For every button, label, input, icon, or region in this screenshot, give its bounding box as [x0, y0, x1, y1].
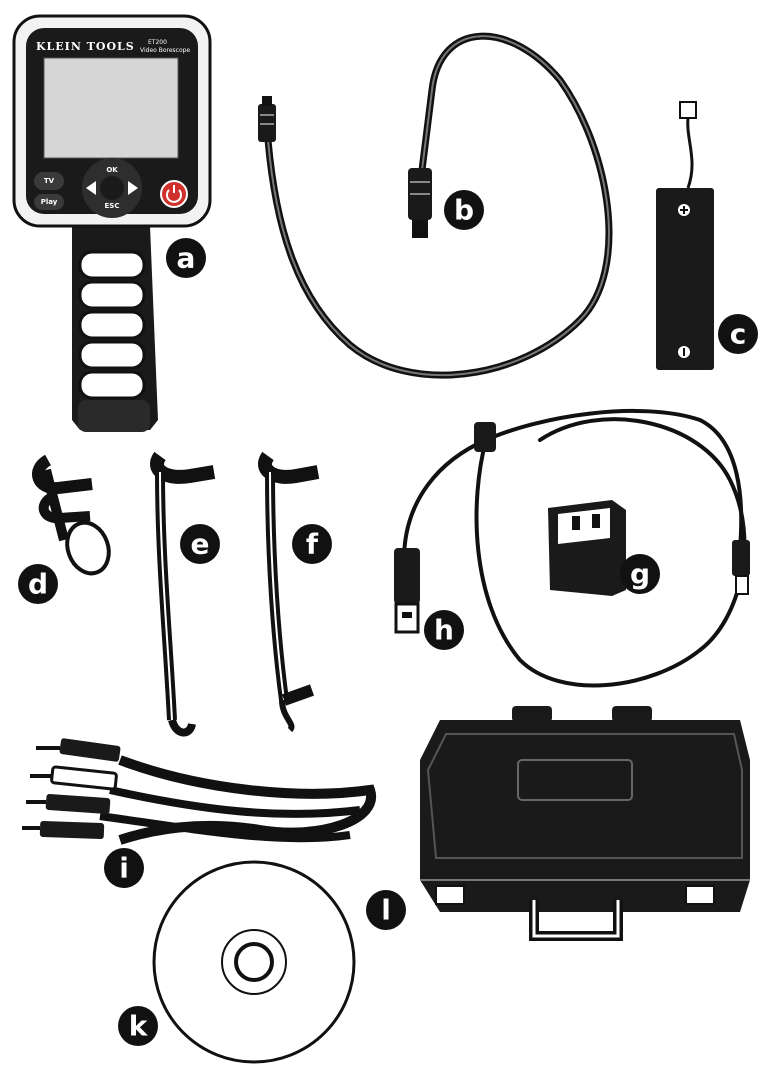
play-button	[34, 194, 64, 210]
callout-g: g	[620, 554, 660, 594]
esc-button-label: ESC	[105, 202, 120, 210]
callout-l-label: l	[381, 894, 391, 927]
callout-a: a	[166, 238, 206, 278]
callout-b-label: b	[454, 194, 474, 227]
subtitle-label: Video Borescope	[140, 47, 190, 54]
callout-k: k	[118, 1006, 158, 1046]
callout-f-label: f	[306, 528, 319, 561]
callout-a-label: a	[177, 242, 196, 275]
wall-charger	[548, 500, 626, 596]
callout-d: d	[18, 564, 58, 604]
callout-h: h	[424, 610, 464, 650]
brand-label: KLEIN TOOLS	[36, 40, 135, 53]
usb-cable	[402, 408, 747, 688]
av-cable	[22, 738, 377, 845]
callout-h-label: h	[434, 614, 454, 647]
callout-e-label: e	[191, 528, 210, 561]
mirror-attachment	[32, 454, 111, 576]
callout-i-label: i	[119, 852, 129, 885]
ok-button-label: OK	[106, 166, 118, 174]
device-screen	[43, 57, 179, 159]
callout-l: l	[366, 890, 406, 930]
callout-f: f	[292, 524, 332, 564]
magnet-attachment-f	[258, 451, 320, 733]
usb-mini-plug	[732, 540, 750, 595]
power-button	[160, 180, 188, 208]
right-arrow-icon	[128, 181, 138, 195]
callout-b: b	[444, 190, 484, 230]
callout-c: c	[718, 314, 758, 354]
cable-connector-left	[258, 96, 276, 142]
callout-k-label: k	[129, 1010, 149, 1043]
software-cd	[152, 860, 356, 1064]
usb-ferrite	[474, 422, 496, 452]
cable-connector-right	[408, 168, 432, 238]
camera-cable	[264, 32, 613, 379]
callout-e: e	[180, 524, 220, 564]
model-label: ET200	[148, 39, 167, 46]
play-button-label: Play	[41, 198, 58, 206]
usb-a-plug	[394, 548, 420, 634]
battery-pack	[656, 101, 714, 370]
power-icon	[166, 189, 182, 203]
carrying-case	[420, 706, 750, 941]
callout-d-label: d	[28, 568, 48, 601]
callout-g-label: g	[630, 558, 650, 591]
tv-button-label: TV	[44, 177, 55, 185]
hook-attachment-e	[150, 451, 216, 737]
tv-button	[34, 172, 64, 190]
borescope-unit: KLEIN TOOLS ET200 Video Borescope TV Pla…	[12, 14, 212, 432]
callout-c-label: c	[730, 318, 747, 351]
left-arrow-icon	[86, 181, 96, 195]
callout-i: i	[104, 848, 144, 888]
